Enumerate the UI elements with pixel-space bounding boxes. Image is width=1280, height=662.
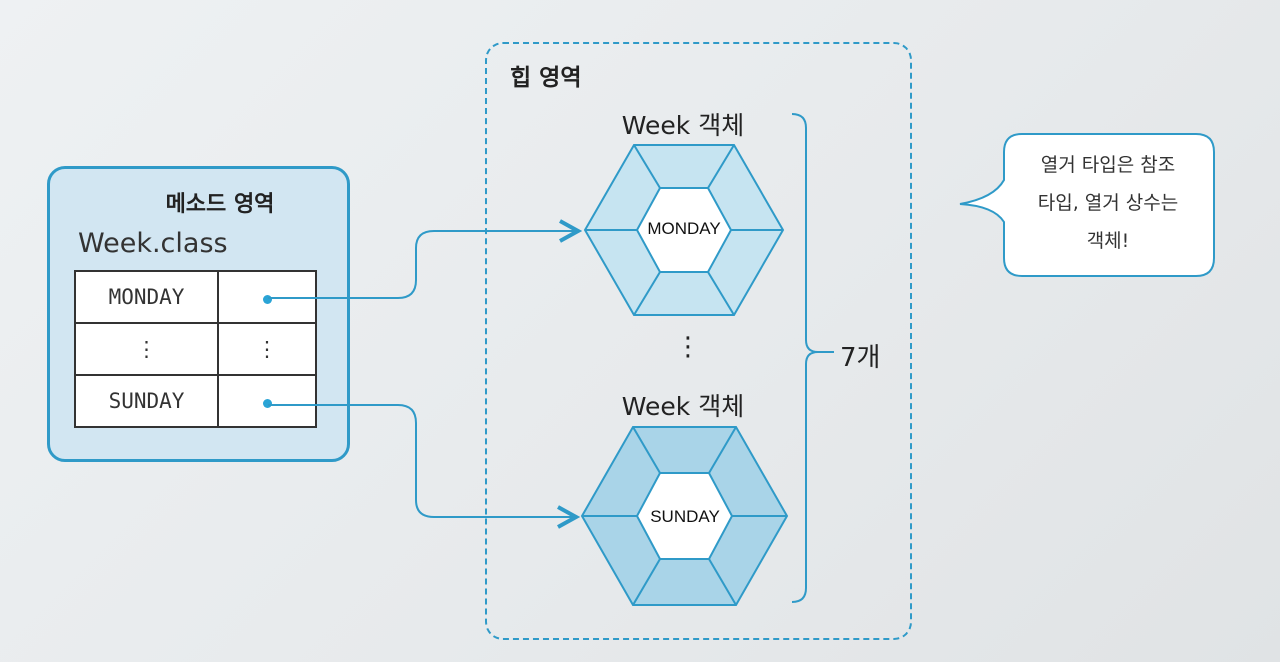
method-area-title: 메소드 영역 xyxy=(165,192,275,217)
object-value-monday: MONDAY xyxy=(647,219,720,238)
field-name-ellipsis: ⋮ xyxy=(74,322,219,376)
class-name-label: Week.class xyxy=(78,228,228,259)
note-line: 열거 타입은 참조 xyxy=(1040,154,1176,176)
reference-cell xyxy=(217,374,317,428)
heap-area-title: 힙 영역 xyxy=(510,65,582,91)
note-line: 객체! xyxy=(1086,230,1130,252)
note-text: 열거 타입은 참조 타입, 열거 상수는 객체! xyxy=(1005,146,1211,260)
reference-dot xyxy=(262,295,272,304)
note-line: 타입, 열거 상수는 xyxy=(1037,192,1179,214)
object-count-label: 7개 xyxy=(840,343,881,373)
heap-area-box xyxy=(485,42,912,640)
object-value-sunday: SUNDAY xyxy=(650,507,720,526)
reference-arrow-monday xyxy=(268,231,578,299)
table-row: SUNDAY xyxy=(74,374,317,428)
hexagon-object-sunday: SUNDAY xyxy=(580,426,789,606)
object-title-monday: Week 객체 xyxy=(621,111,745,140)
field-name-sunday: SUNDAY xyxy=(74,374,219,428)
hexagon-object-monday: MONDAY xyxy=(583,144,785,316)
reference-ellipsis: ⋮ xyxy=(217,322,317,376)
count-brace xyxy=(791,113,834,603)
field-name-monday: MONDAY xyxy=(74,270,219,324)
reference-arrow-sunday xyxy=(268,404,576,517)
note-speech-bubble xyxy=(959,133,1215,277)
table-row: ⋮ ⋮ xyxy=(74,322,317,376)
objects-ellipsis: ⋮ xyxy=(675,332,701,362)
object-title-sunday: Week 객체 xyxy=(621,392,745,421)
reference-dot xyxy=(262,399,272,408)
